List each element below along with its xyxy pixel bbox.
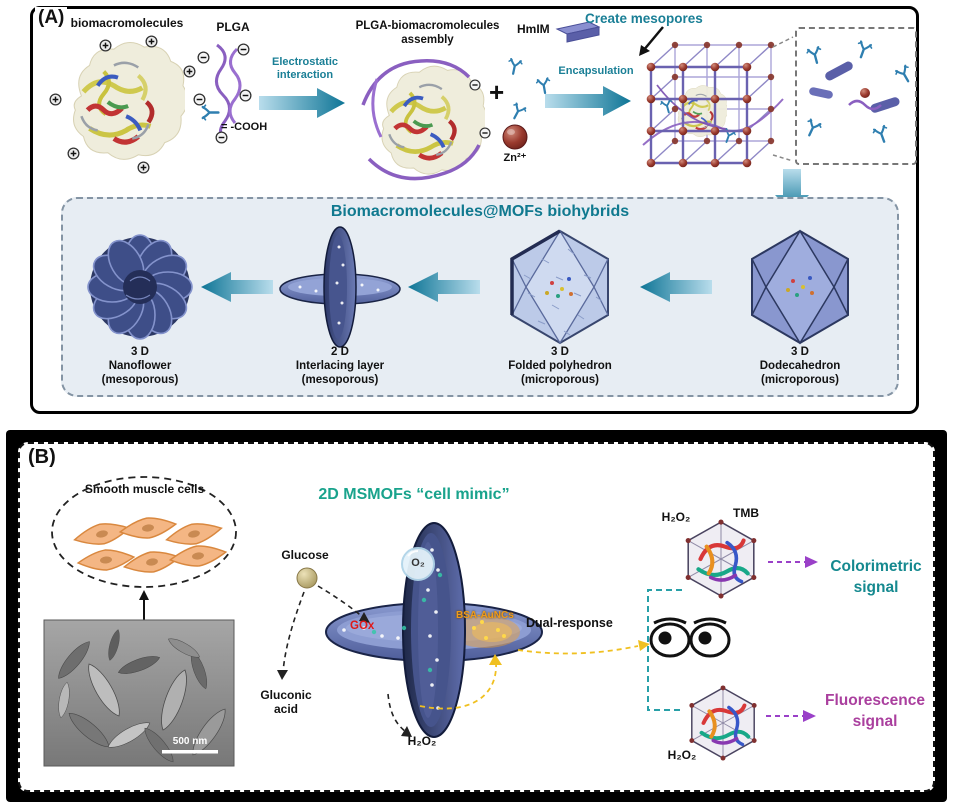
h2o2-label-center: H₂O₂	[407, 734, 437, 748]
protein-speckles	[545, 277, 573, 298]
sem-particles	[58, 629, 226, 763]
dual-response-arrows	[419, 640, 650, 710]
cooh-label: = -COOH	[221, 121, 268, 133]
gluconic-acid-label: Gluconic acid	[260, 688, 312, 716]
h2o2-label-bottom: H₂O₂	[667, 748, 697, 762]
panel-a-label: (A)	[35, 7, 68, 29]
structure-dim: 2 D	[331, 346, 349, 358]
magnify-connector	[772, 36, 794, 162]
bsa-auncs-label: BSA-AuNCs	[456, 610, 514, 621]
interlacing-illustration	[279, 226, 401, 348]
plga-label: PLGA	[216, 20, 250, 34]
create-mesopores-arrow	[639, 26, 664, 56]
zn-ion	[502, 124, 528, 150]
mimic-title: 2D MSMOFs “cell mimic”	[318, 486, 510, 503]
dodecahedron-illustration	[751, 229, 849, 345]
o2-bubble	[401, 547, 435, 581]
panel-b-frame: (B) Smooth muscle cells 500 nm 2D MSMOFs…	[6, 430, 947, 802]
assembly-label: PLGA-biomacromolecules assembly	[355, 20, 500, 46]
smooth-muscle-label: Smooth muscle cells	[84, 482, 205, 496]
structure-label-folded: 3 D Folded polyhedron (microporous)	[470, 345, 650, 387]
electrostatic-arrow	[259, 88, 345, 118]
left-arrow-1	[201, 272, 273, 302]
scale-bar	[162, 750, 218, 754]
biohybrids-title: Biomacromolecules@MOFs biohybrids	[330, 203, 630, 220]
cooh-ligand-icon	[201, 104, 220, 121]
panel-b-graphics	[43, 476, 818, 767]
enzyme-mof-icon-top	[686, 520, 757, 599]
o2-label: O₂	[411, 557, 425, 569]
structure-dim: 3 D	[131, 346, 149, 358]
hmim-label: HmIM	[517, 22, 550, 36]
structure-porosity: (microporous)	[761, 374, 839, 386]
structure-porosity: (mesoporous)	[301, 374, 379, 386]
structure-dim: 3 D	[791, 346, 809, 358]
up-arrow	[139, 590, 149, 620]
nanoflower-illustration	[87, 234, 193, 340]
biomacromolecules-label: biomacromolecules	[70, 16, 184, 30]
structure-label-dodecahedron: 3 D Dodecahedron (microporous)	[710, 345, 890, 387]
tmb-label: TMB	[733, 506, 759, 520]
structure-name: Nanoflower	[108, 360, 172, 372]
zn-nodes-front	[646, 62, 752, 168]
fluorescence-label: Fluorescence signal	[825, 692, 925, 730]
plga-strands	[193, 43, 252, 144]
create-mesopores-label: Create mesopores	[585, 11, 703, 26]
encapsulation-label: Encapsulation	[558, 65, 634, 77]
assembly-illustration	[361, 59, 491, 181]
zn-nodes-back	[671, 41, 775, 145]
biohybrids-box: Biomacromolecules@MOFs biohybrids	[61, 197, 899, 397]
folded-polyhedron-illustration	[510, 229, 609, 345]
gox-speckles	[371, 572, 443, 673]
structure-name: Folded polyhedron	[508, 360, 612, 372]
mof-cube-illustration	[642, 41, 784, 168]
reaction-arrowheads	[277, 612, 412, 737]
plus-sign: +	[489, 77, 505, 107]
mesopore-zoom-contents	[801, 39, 916, 146]
glucose-sphere	[296, 567, 318, 589]
colorimetric-label: Colorimetric signal	[830, 558, 922, 596]
protein-speckles	[786, 276, 814, 297]
eyes-icon	[649, 617, 731, 658]
structure-label-interlacing: 2 D Interlacing layer (mesoporous)	[250, 345, 430, 387]
panel-a: (A) biomacromolecules PLGA = -COOH Elect…	[30, 6, 919, 414]
mesopore-zoom-box	[795, 27, 917, 165]
h2o2-label-top: H₂O₂	[661, 510, 691, 524]
structure-label-nanoflower: 3 D Nanoflower (mesoporous)	[50, 345, 230, 387]
muscle-cells-illustration	[73, 517, 228, 573]
detection-bracket	[647, 589, 682, 711]
signal-arrows	[766, 556, 818, 722]
reaction-arrows	[282, 585, 407, 733]
hmim-icon	[555, 21, 601, 43]
zn-label: Zn²⁺	[503, 152, 527, 164]
biomacromolecule-illustration	[49, 35, 196, 174]
sem-image	[43, 619, 235, 767]
glucose-label: Glucose	[281, 548, 329, 562]
biohybrids-graphics	[87, 226, 849, 348]
structure-dim: 3 D	[551, 346, 569, 358]
cell-mimic-structure	[325, 522, 543, 738]
structure-porosity: (microporous)	[521, 374, 599, 386]
panel-b-label: (B)	[28, 446, 56, 468]
structure-name: Dodecahedron	[759, 360, 841, 372]
encapsulation-arrow	[545, 86, 631, 116]
auncs-dots	[472, 620, 506, 640]
mesopore-speckles	[342, 548, 440, 710]
scale-bar-label: 500 nm	[172, 736, 208, 747]
structure-porosity: (mesoporous)	[101, 374, 179, 386]
left-arrow-3	[640, 272, 712, 302]
panel-b: (B) Smooth muscle cells 500 nm 2D MSMOFs…	[18, 442, 935, 792]
structure-name: Interlacing layer	[295, 360, 385, 372]
left-arrow-2	[408, 272, 480, 302]
gox-label: GOx	[350, 620, 375, 632]
dual-response-label: Dual-response	[526, 616, 613, 630]
electrostatic-label: Electrostatic interaction	[271, 56, 339, 81]
muscle-cells-ellipse	[51, 476, 237, 588]
